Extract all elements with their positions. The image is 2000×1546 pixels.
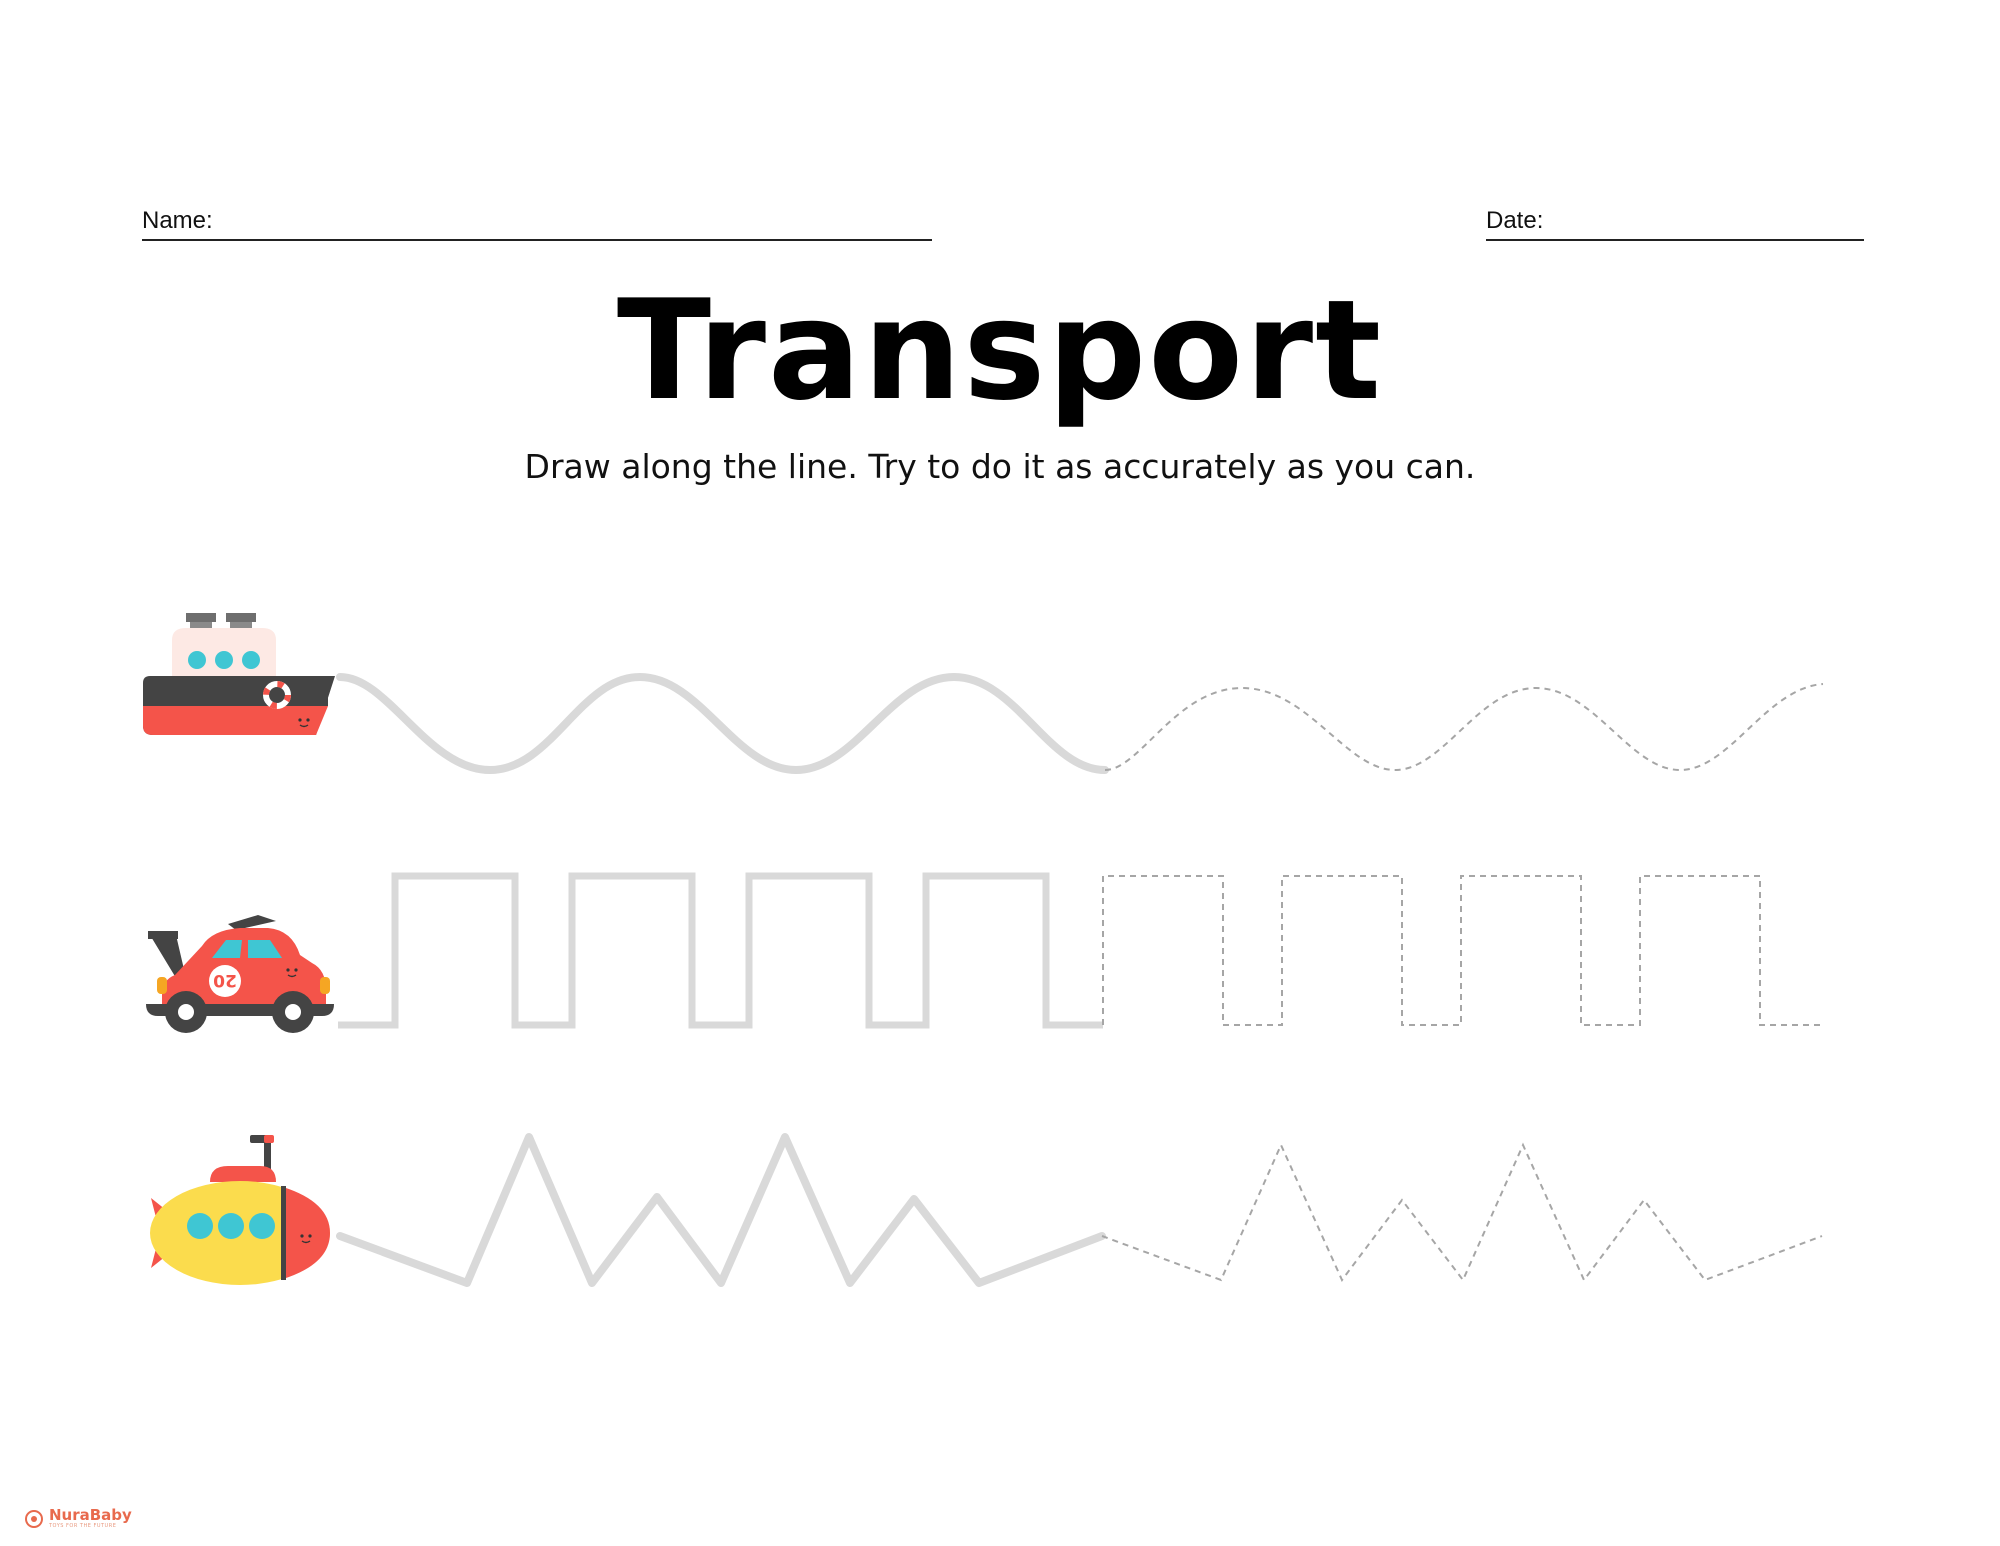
wave-trace-solid [336, 672, 1109, 775]
date-label: Date: [1486, 207, 1544, 234]
date-field[interactable]: Date: [1486, 205, 1864, 241]
square-wave-trace-solid [338, 872, 1103, 1029]
submarine-icon [150, 1135, 330, 1285]
brand-name: NuraBaby [49, 1506, 132, 1524]
brand-logo: NuraBaby TOYS FOR THE FUTURE [24, 1508, 132, 1529]
brand-mark-icon [25, 1509, 43, 1528]
square-wave-trace-dashed[interactable] [1102, 875, 1822, 1026]
zigzag-trace-solid [336, 1133, 1106, 1287]
zigzag-trace-dashed[interactable] [1101, 1142, 1823, 1282]
wave-trace-dashed[interactable] [1104, 683, 1824, 772]
race-car-icon: 20 [146, 915, 334, 1033]
brand-tagline: TOYS FOR THE FUTURE [49, 1523, 117, 1529]
instructions-text: Draw along the line. Try to do it as acc… [524, 447, 1476, 486]
car-number: 20 [213, 970, 237, 990]
name-label: Name: [142, 207, 213, 234]
ship-icon [143, 613, 335, 735]
page-title: Transport [616, 270, 1384, 431]
name-field[interactable]: Name: [142, 205, 932, 241]
